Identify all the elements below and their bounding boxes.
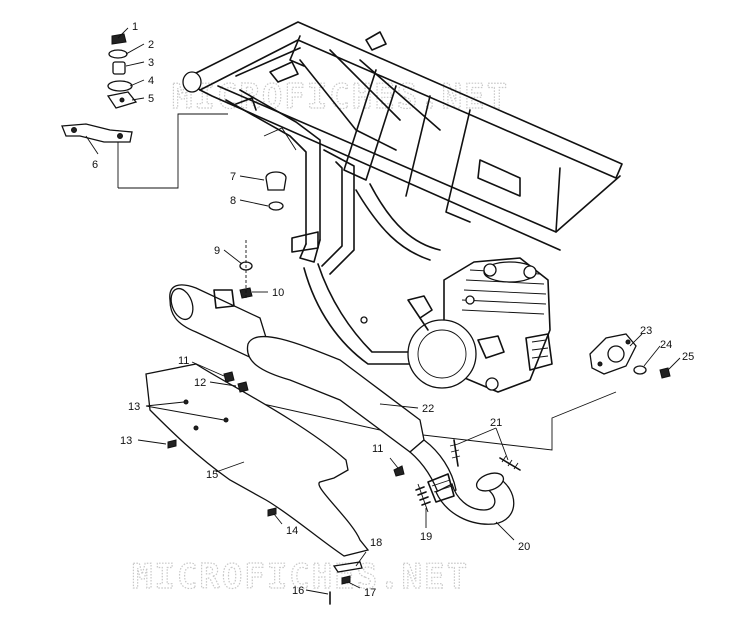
callout-25: 25 bbox=[682, 351, 694, 363]
callout-12: 12 bbox=[194, 377, 206, 389]
frame bbox=[182, 21, 623, 365]
callout-3: 3 bbox=[148, 57, 154, 69]
callout-22: 22 bbox=[422, 403, 434, 415]
bracket-outline bbox=[117, 113, 228, 189]
callout-5: 5 bbox=[148, 93, 154, 105]
callout-9: 9 bbox=[214, 245, 220, 257]
watermark-top: MICROFICHES.NET bbox=[172, 77, 509, 117]
callout-4: 4 bbox=[148, 75, 154, 87]
callout-14: 14 bbox=[286, 525, 298, 537]
callout-23: 23 bbox=[640, 325, 652, 337]
callout-6: 6 bbox=[92, 159, 98, 171]
callout-17: 17 bbox=[364, 587, 376, 599]
callout-8: 8 bbox=[230, 195, 236, 207]
callout-7: 7 bbox=[230, 171, 236, 183]
callout-20: 20 bbox=[518, 541, 530, 553]
callout-1: 1 bbox=[132, 21, 138, 33]
assembly-outline bbox=[253, 391, 617, 451]
callout-24: 24 bbox=[660, 339, 672, 351]
engine bbox=[407, 257, 553, 393]
callout-11a: 11 bbox=[178, 355, 189, 367]
heat-shield bbox=[145, 363, 370, 557]
callout-21: 21 bbox=[490, 417, 502, 429]
small-parts bbox=[61, 33, 671, 605]
callout-11b: 11 bbox=[372, 443, 383, 455]
callout-13b: 13 bbox=[120, 435, 132, 447]
callout-2: 2 bbox=[148, 39, 154, 51]
muffler bbox=[169, 284, 457, 499]
exhaust-pipe bbox=[427, 472, 515, 525]
watermark-bottom: MICROFICHES.NET bbox=[132, 557, 469, 597]
leader-lines bbox=[85, 27, 681, 595]
callout-15: 15 bbox=[206, 469, 218, 481]
callout-16: 16 bbox=[292, 585, 304, 597]
callout-19: 19 bbox=[420, 531, 432, 543]
callout-10: 10 bbox=[272, 287, 284, 299]
callouts: 1 2 3 4 5 6 7 8 9 10 11 12 13 13 14 15 1… bbox=[92, 21, 694, 599]
callout-18: 18 bbox=[370, 537, 382, 549]
callout-13a: 13 bbox=[128, 401, 140, 413]
